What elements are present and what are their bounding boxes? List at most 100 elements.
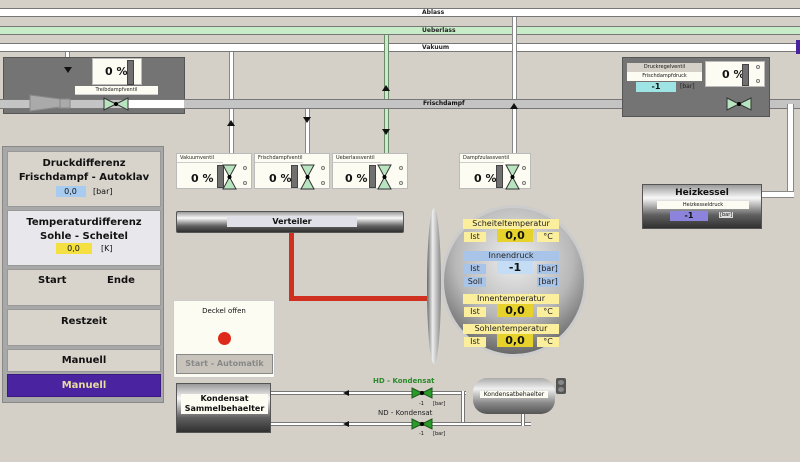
ueberlassventil-bar: [369, 165, 376, 188]
ende-label: Ende: [107, 275, 135, 286]
treibdampf-label: Treibdampfventil: [75, 86, 158, 95]
pipe-heizkessel: [787, 104, 794, 196]
arrow-left-icon: [343, 421, 349, 427]
kondensatbehaelter-label: Kondensatbehaelter: [480, 391, 548, 398]
left-panel: Druckdifferenz Frischdampf - Autoklav 0,…: [2, 146, 164, 403]
innendruck-soll-unit: [bar]: [537, 277, 559, 287]
pipe-heizkessel-h: [762, 191, 794, 198]
restzeit-box: Restzeit: [7, 309, 161, 346]
kondensat-sammel-line2: Sammelbehaelter: [184, 404, 265, 413]
vakuumventil-box[interactable]: Vakuumventil 0 %: [176, 153, 252, 189]
frischdampfventil-percent: 0 %: [269, 172, 292, 185]
arrow-down-icon: [64, 67, 72, 73]
ejector-icon: [29, 94, 71, 112]
nd-kondensat-label: ND - Kondensat: [378, 409, 433, 417]
deckel-label: Deckel offen: [202, 307, 246, 315]
druckregel-valvebox[interactable]: 0 %: [705, 61, 765, 87]
kondensat-sammel-line1: Kondensat: [200, 394, 249, 403]
arrow-down-icon: [303, 117, 311, 123]
hd-kondensat-valve-icon[interactable]: [411, 387, 433, 399]
vakuum-line: Vakuum: [0, 43, 800, 52]
autoklav-door: [427, 208, 441, 364]
nd-kondensat-pipe: [271, 422, 531, 426]
druckdiff-box: Druckdifferenz Frischdampf - Autoklav 0,…: [7, 151, 161, 207]
innendruck-soll: Soll: [464, 277, 486, 287]
druckregel-valve-icon[interactable]: [726, 97, 752, 111]
ablass-line: Ablass: [0, 8, 800, 17]
ueberlassventil-dot-top: [399, 166, 403, 170]
arrow-down-icon: [382, 129, 390, 135]
nd-kondensat-valve-icon[interactable]: [411, 418, 433, 430]
frischdampfventil-box[interactable]: Frischdampfventil 0 %: [254, 153, 330, 189]
tempdiff-unit: [K]: [100, 244, 113, 253]
ueberlass-label: Ueberlass: [422, 27, 456, 34]
scheitel-unit: °C: [537, 232, 559, 242]
pipe-ablass-down: [512, 17, 517, 167]
scheitel-ist: Ist: [464, 232, 486, 242]
vakuumventil-dot-top: [243, 166, 247, 170]
innendruck-ist: Ist: [464, 264, 486, 274]
manuell-label: Manuell: [61, 355, 107, 366]
purple-marker: [796, 40, 800, 54]
tempdiff-title2: Sohle - Scheitel: [40, 231, 128, 242]
ueberlass-line: Ueberlass: [0, 26, 800, 35]
pipe-frischdampf-down: [305, 108, 310, 165]
innendruck-unit: [bar]: [537, 264, 559, 274]
ueberlassventil-dot-bottom: [399, 181, 403, 185]
sohlentemp-unit: °C: [537, 337, 559, 347]
dampfzulassventil-bar: [496, 165, 503, 188]
verteiler-vessel: Verteiler: [176, 211, 404, 233]
treibdampf-valve-icon[interactable]: [103, 97, 129, 111]
frischdampf-pipe-white: [128, 100, 184, 108]
heizkessel-value: -1: [670, 211, 708, 221]
treibdampf-bar: [127, 60, 134, 85]
druckregel-percent: 0 %: [722, 68, 745, 81]
manuell-active-button[interactable]: Manuell: [7, 374, 161, 397]
treibdampf-valvebox[interactable]: 0 %: [92, 58, 142, 85]
kondensat-sammel-label: Kondensat Sammelbehaelter: [181, 394, 268, 414]
druckdiff-unit: [bar]: [92, 187, 113, 196]
druckdiff-title1: Druckdifferenz: [42, 158, 126, 169]
scheitel-value: 0,0: [497, 229, 533, 242]
dampfzulassventil-valve-icon[interactable]: [505, 164, 520, 190]
vakuumventil-valve-icon[interactable]: [222, 164, 237, 190]
frischdampfventil-dot-top: [321, 166, 325, 170]
nd-kondensat-unit: [bar]: [433, 431, 446, 437]
innentemp-unit: °C: [537, 307, 559, 317]
ueberlassventil-valve-icon[interactable]: [377, 164, 392, 190]
arrow-left-icon: [343, 390, 349, 396]
frischdampfdruck-label: Frischdampfdruck: [627, 72, 702, 81]
heizkessel-unit: [bar]: [719, 212, 734, 218]
hd-kondensat-unit: [bar]: [433, 401, 446, 407]
vakuum-label: Vakuum: [422, 44, 450, 51]
frischdampfventil-valve-icon[interactable]: [300, 164, 315, 190]
hd-kondensat-pipe: [271, 391, 466, 395]
arrow-up-icon: [510, 103, 518, 109]
manuell-button[interactable]: Manuell: [7, 349, 161, 372]
red-pipe-v: [289, 233, 294, 301]
scheitel-title: Scheiteltemperatur: [463, 219, 559, 229]
tempdiff-title1: Temperaturdifferenz: [26, 217, 142, 228]
innentemp-title: Innentemperatur: [463, 294, 559, 304]
ueberlassventil-box[interactable]: Ueberlassventil 0 %: [332, 153, 408, 189]
frischdampf-label: Frischdampf: [423, 100, 465, 107]
frischdampfventil-bar: [291, 165, 298, 188]
sohlentemp-title: Sohlentemperatur: [463, 324, 559, 334]
druckregel-dot-top: [756, 65, 760, 69]
ueberlassventil-percent: 0 %: [345, 172, 368, 185]
ablass-label: Ablass: [422, 9, 445, 16]
start-ende-box: Start Ende: [7, 269, 161, 306]
druckdiff-title2: Frischdampf - Autoklav: [18, 172, 150, 183]
dampfzulassventil-box[interactable]: Dampfzulassventil 0 %: [459, 153, 531, 189]
treibdampf-percent: 0 %: [105, 65, 128, 78]
tempdiff-value: 0,0: [55, 243, 92, 254]
hd-kondensat-value: -1: [419, 401, 424, 407]
hd-kondensat-label: HD - Kondensat: [373, 377, 435, 385]
vakuumventil-percent: 0 %: [191, 172, 214, 185]
heizkessel-vessel: Heizkessel Heizkesseldruck -1 [bar]: [642, 184, 762, 229]
deckel-panel: Deckel offen Start - Automatik: [173, 300, 275, 378]
innendruck-title: Innendruck: [463, 251, 559, 261]
dampfzulassventil-percent: 0 %: [474, 172, 497, 185]
start-automatik-button[interactable]: Start - Automatik: [176, 354, 273, 374]
verteiler-label: Verteiler: [227, 216, 357, 227]
